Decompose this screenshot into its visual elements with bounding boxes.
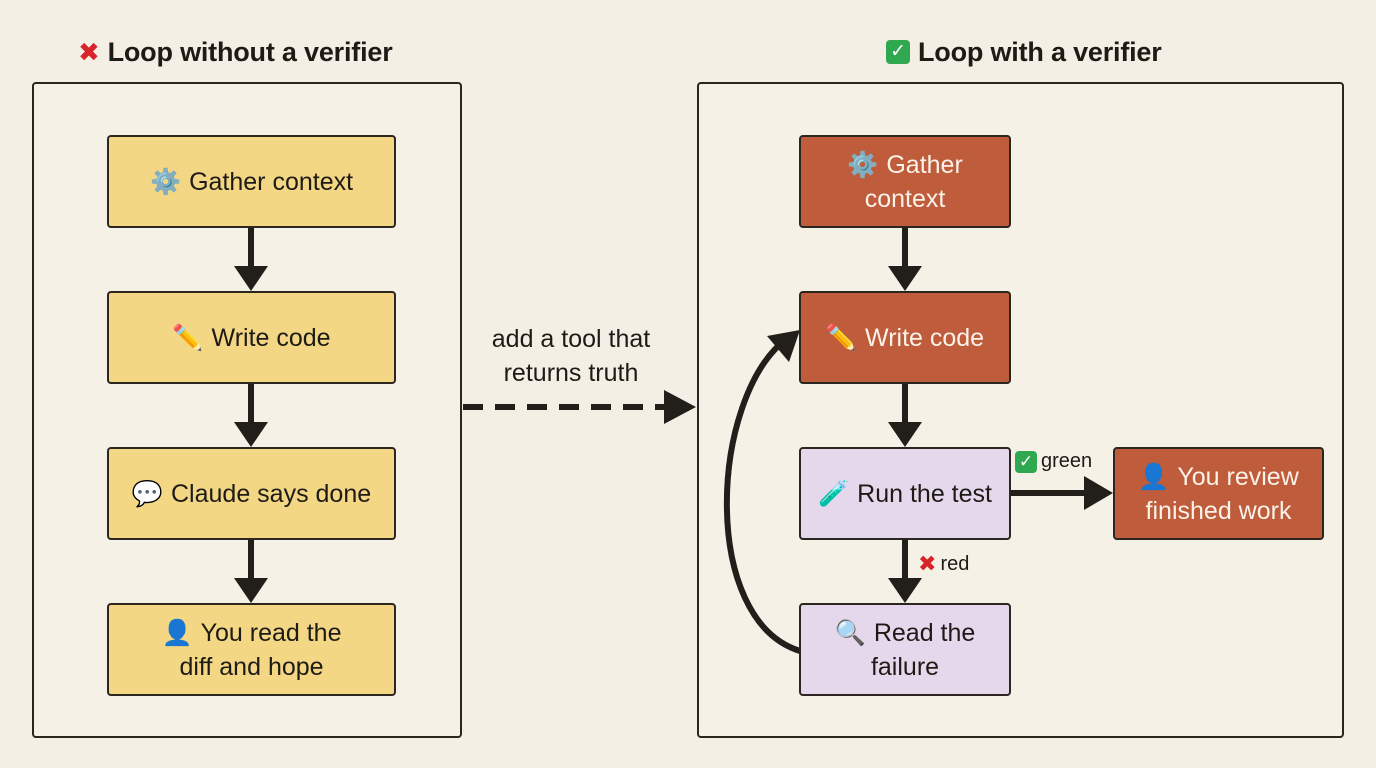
right-arrow-run-review bbox=[1011, 476, 1113, 510]
left-box-read-diff: 👤You read the diff and hope bbox=[107, 603, 396, 696]
right-box-run-test-label: Run the test bbox=[857, 479, 992, 508]
left-box-gather-context-label: Gather context bbox=[189, 167, 354, 196]
green-edge-label: ✓ green bbox=[1015, 450, 1092, 473]
person-icon: 👤 bbox=[1138, 462, 1170, 491]
magnifier-icon: 🔍 bbox=[834, 618, 866, 647]
right-box-gather-context: ⚙️Gather context bbox=[799, 135, 1011, 228]
left-box-write-code-label: Write code bbox=[211, 323, 331, 352]
cross-icon: ✖ bbox=[918, 551, 937, 576]
transition-label: add a tool that returns truth bbox=[491, 325, 651, 387]
right-box-review-work: 👤You review finished work bbox=[1113, 447, 1324, 540]
right-box-gather-context-label: Gather context bbox=[864, 150, 963, 213]
pencil-icon: ✏️ bbox=[172, 323, 204, 352]
right-box-read-failure: 🔍Read the failure bbox=[799, 603, 1011, 696]
left-box-claude-says-done-label: Claude says done bbox=[171, 479, 372, 508]
pencil-icon: ✏️ bbox=[825, 323, 858, 352]
left-arrow-3 bbox=[234, 540, 268, 603]
loop-back-arrow bbox=[723, 330, 801, 654]
right-arrow-write-run bbox=[888, 384, 922, 447]
left-box-gather-context: ⚙️Gather context bbox=[107, 135, 396, 228]
left-box-write-code: ✏️Write code bbox=[107, 291, 396, 384]
speech-bubble-icon: 💬 bbox=[131, 479, 163, 508]
left-box-read-diff-label: You read the diff and hope bbox=[179, 618, 342, 681]
left-arrow-2 bbox=[234, 384, 268, 447]
test-tube-icon: 🧪 bbox=[818, 479, 850, 508]
right-box-run-test: 🧪Run the test bbox=[799, 447, 1011, 540]
gear-icon: ⚙️ bbox=[847, 150, 879, 179]
check-icon: ✓ bbox=[1015, 450, 1037, 473]
left-title: ✖ Loop without a verifier bbox=[78, 30, 393, 74]
left-box-claude-says-done: 💬 Claude says done bbox=[107, 447, 396, 540]
right-box-write-code: ✏️Write code bbox=[799, 291, 1011, 384]
right-title: ✓ Loop with a verifier bbox=[886, 30, 1162, 74]
right-box-write-code-label: Write code bbox=[865, 323, 985, 352]
right-box-review-work-label: You review finished work bbox=[1145, 462, 1299, 525]
left-arrow-1 bbox=[234, 228, 268, 291]
red-label-text: red bbox=[940, 552, 970, 575]
right-arrow-gather-write bbox=[888, 228, 922, 291]
gear-icon: ⚙️ bbox=[149, 167, 182, 196]
check-icon: ✓ bbox=[886, 40, 910, 64]
red-edge-label: ✖ red bbox=[918, 551, 969, 577]
right-arrow-run-read bbox=[888, 540, 922, 603]
person-icon: 👤 bbox=[161, 618, 193, 647]
cross-icon: ✖ bbox=[78, 37, 100, 67]
right-box-read-failure-label: Read the failure bbox=[870, 618, 976, 681]
left-title-text: Loop without a verifier bbox=[107, 36, 393, 67]
right-title-text: Loop with a verifier bbox=[918, 36, 1162, 67]
green-label-text: green bbox=[1041, 450, 1093, 472]
transition-arrow bbox=[463, 390, 696, 424]
